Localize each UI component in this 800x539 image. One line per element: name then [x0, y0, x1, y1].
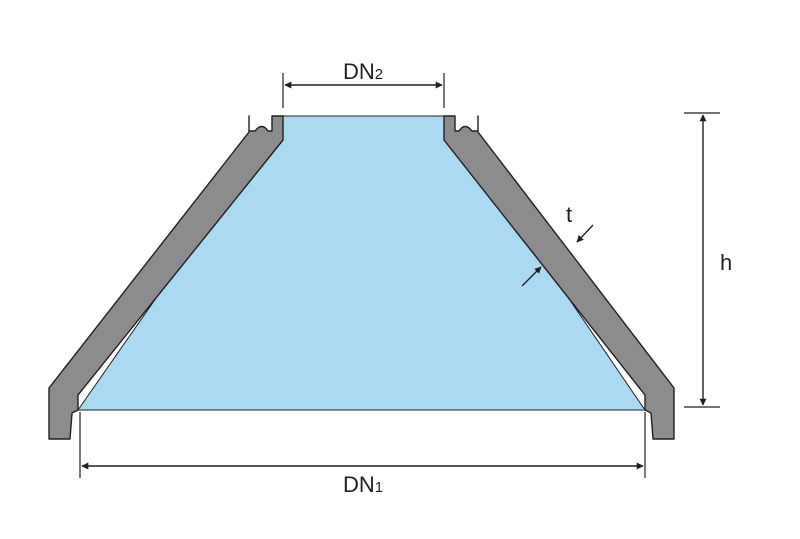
- dn1-dimension: DN1: [79, 412, 646, 497]
- right-wall: [443, 115, 675, 440]
- thickness-arrow-outer: [576, 224, 594, 243]
- dn1-label: DN1: [343, 472, 383, 497]
- height-dimension: h: [684, 112, 732, 408]
- left-wall: [48, 115, 284, 440]
- dn2-dimension: DN2: [282, 59, 445, 108]
- thickness-arrow-inner: [521, 266, 542, 287]
- height-label: h: [720, 250, 732, 275]
- thickness-indicator: t: [521, 202, 594, 287]
- dn2-label: DN2: [343, 59, 383, 84]
- thickness-label: t: [566, 202, 572, 227]
